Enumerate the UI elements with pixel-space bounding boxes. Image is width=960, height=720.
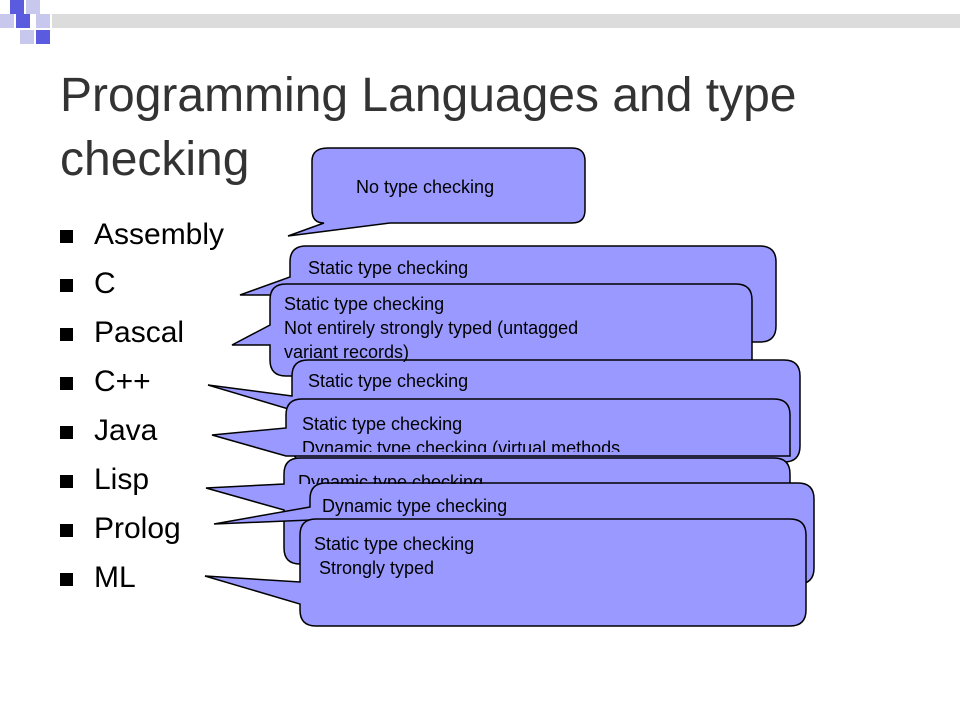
bullet-label: C (94, 267, 116, 300)
deco-square (36, 30, 50, 44)
bullet-label: Java (94, 414, 158, 447)
callout-ml-line: Static type checking (314, 534, 475, 554)
bullet-square-icon (60, 524, 73, 537)
list-item: Java (60, 406, 224, 455)
bullet-square-icon (60, 279, 73, 292)
callout-ml-line: Strongly typed (314, 558, 435, 578)
callout-pascal-line: Static type checking (284, 294, 445, 314)
bullet-label: ML (94, 561, 136, 594)
list-item: Lisp (60, 455, 224, 504)
deco-square (10, 0, 24, 14)
deco-square (20, 30, 34, 44)
bullet-square-icon (60, 377, 73, 390)
callout-assembly-text: No type checking (356, 177, 495, 197)
bullet-square-icon (60, 426, 73, 439)
deco-square (26, 0, 40, 14)
list-item: C (60, 259, 224, 308)
deco-square (16, 14, 30, 28)
bullet-label: C++ (94, 365, 151, 398)
callout-java-text: Static type checking Dynamic type checki… (302, 412, 782, 452)
callout-ml-text: Static type checking Strongly typed (314, 532, 794, 592)
callout-java-line: Static type checking (302, 414, 463, 434)
bullet-square-icon (60, 475, 73, 488)
list-item: Pascal (60, 308, 224, 357)
callout-pascal-text: Static type checking Not entirely strong… (284, 292, 744, 364)
bullet-label: Assembly (94, 218, 225, 251)
slide-title: Programming Languages and type checking (60, 69, 797, 186)
header-decoration (0, 0, 960, 44)
deco-bar (52, 14, 960, 28)
deco-square (36, 14, 50, 28)
callout-c-text: Static type checking (308, 258, 469, 278)
bullet-square-icon (60, 573, 73, 586)
callout-lisp-text: Dynamic type checking (298, 472, 484, 484)
callout-pascal-bubble (231, 283, 753, 377)
callout-prolog-text: Dynamic type checking (322, 496, 508, 516)
callout-java-line: Dynamic type checking (virtual methods (302, 438, 621, 452)
list-item: Assembly (60, 210, 224, 259)
bullet-label: Pascal (94, 316, 185, 349)
callout-java-bubble (211, 398, 791, 457)
callout-assembly-bubble (287, 147, 586, 237)
bullet-square-icon (60, 230, 73, 243)
bullet-label: Lisp (94, 463, 150, 496)
callout-cpp-text: Static type checking (308, 371, 469, 391)
bullet-label: Prolog (94, 512, 181, 545)
bullet-square-icon (60, 328, 73, 341)
language-list: Assembly C Pascal C++ Java Lisp Prolog M… (60, 210, 224, 602)
list-item: Prolog (60, 504, 224, 553)
callout-pascal-line: Not entirely strongly typed (untagged (284, 318, 579, 338)
list-item: ML (60, 553, 224, 602)
callout-ml-bubble (204, 518, 807, 627)
deco-square (0, 14, 14, 28)
list-item: C++ (60, 357, 224, 406)
callout-pascal-line: variant records) (284, 342, 410, 362)
